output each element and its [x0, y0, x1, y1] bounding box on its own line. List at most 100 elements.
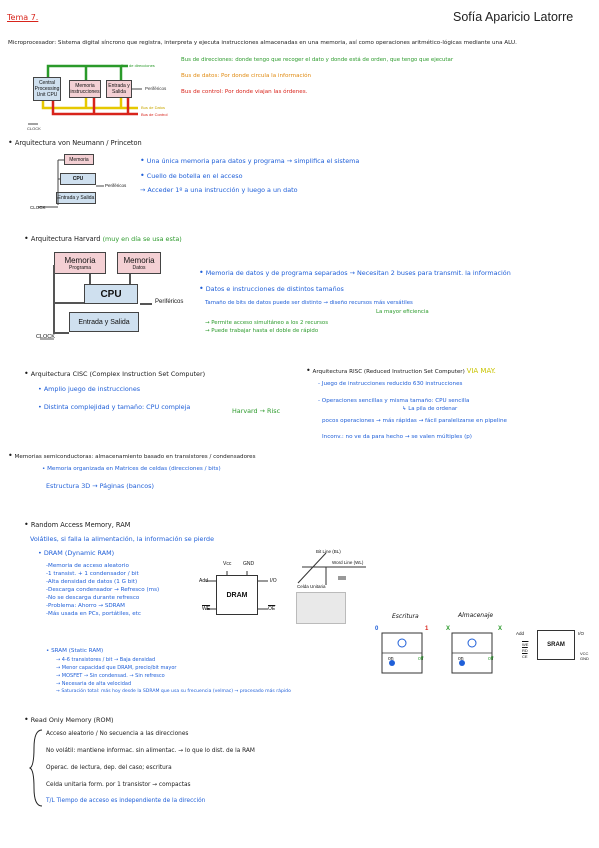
von-neumann-title-text: Arquitectura von Neumann / Princeton — [14, 139, 142, 147]
memorias-point-1-text: Memoria organizada en Matrices de celdas… — [47, 466, 221, 472]
sram-title: • SRAM (Static RAM) — [46, 648, 104, 654]
dram-chip: DRAM — [216, 575, 258, 615]
dram-io: I/O — [270, 578, 277, 584]
hv-data-memory-sub: Datos — [132, 264, 146, 271]
ram-title: • Random Access Memory, RAM — [24, 520, 131, 529]
celda-label: Celda Unitaria — [297, 584, 326, 589]
sram-bit-1-a: 1 — [425, 626, 429, 632]
memory-box: Memoria instrucciones — [69, 80, 101, 98]
cisc-point-2-text: Distinta complejidad y tamaño: CPU compl… — [43, 403, 191, 411]
cisc-point-1: • Amplio juego de instrucciones — [38, 385, 141, 393]
sram-bit-0-a: 0 — [375, 626, 379, 632]
memorias-title: • Memorias semiconductoras: almacenamien… — [8, 451, 256, 460]
rom-item: Celda unitaria form. por 1 transistor → … — [46, 782, 191, 788]
sram-on-b: on — [458, 656, 464, 662]
dram-item-text: Memoria de acceso aleatorio — [48, 563, 129, 569]
sram-item-text: Saturación total: más hoy desde la SDRAM… — [61, 689, 291, 694]
vn-clock: CLOCK — [30, 205, 46, 210]
dram-vcc: Vcc — [223, 561, 232, 567]
hv-point-5-text: Puede trabajar hasta el doble de rápido — [211, 328, 319, 334]
harvard-risc-note: Harvard → Risc — [232, 407, 281, 415]
sram-item-text: MOSFET → Sin condensad. → Sin refresco — [61, 673, 165, 679]
risc-title-text: Arquitectura RISC (Reduced Instruction S… — [312, 369, 465, 375]
hv-lines — [40, 265, 152, 340]
risc-point-2-text: Operaciones sencillas y misma tamaño: CP… — [321, 398, 470, 404]
hv-clock: CLOCK — [36, 334, 55, 340]
vn-point-3-text: Acceder 1º a una instrucción y luego a u… — [147, 186, 298, 194]
harvard-title-text: Arquitectura Harvard — [30, 235, 101, 243]
escritura-label: Escritura — [392, 613, 419, 620]
sram-chip: SRAM — [537, 630, 575, 660]
rom-title: • Read Only Memory (ROM) — [24, 715, 114, 724]
hv-point-4: → Permite acceso simultáneo a los 2 recu… — [205, 320, 329, 326]
harvard-note: (muy en día se usa esta) — [102, 235, 182, 243]
sram-x-a: X — [446, 626, 451, 632]
memorias-point-2: Estructura 3D → Páginas (bancos) — [46, 482, 155, 490]
celda-photo — [296, 592, 346, 624]
ram-subtitle: Volátiles, si falla la alimentación, la … — [30, 535, 214, 543]
bus-direcciones-note: Bus de direcciones: donde tengo que reco… — [181, 57, 454, 63]
risc-title: • Arquitectura RISC (Reduced Instruction… — [306, 366, 496, 375]
risc-point-3: pocos operaciones → más rápidas → fácil … — [322, 418, 507, 424]
dram-item-text: Descarga condensador → Refresco (ms) — [48, 587, 160, 593]
dram-gnd: GND — [243, 561, 255, 567]
sram-item: → 4-6 transistores / bit → Baja densidad — [56, 657, 156, 663]
memorias-title-text: Memorias semiconductoras: almacenamiento… — [14, 454, 256, 460]
hv-point-3: Tamaño de bits de datos puede ser distin… — [205, 300, 413, 306]
von-neumann-title: • Arquitectura von Neumann / Princeton — [8, 138, 142, 147]
hv-point-3b: La mayor eficiencia — [376, 309, 429, 315]
hv-data-memory-label: Memoria — [123, 255, 155, 265]
hv-point-2-text: Datos e instrucciones de distintos tamañ… — [205, 285, 344, 293]
cisc-point-2: • Distinta complejidad y tamaño: CPU com… — [38, 403, 191, 411]
risc-point-1-text: Juego de instrucciones reducido 630 inst… — [321, 381, 463, 387]
sram-gnd: GND — [580, 656, 589, 661]
sram-rd: RD — [522, 648, 528, 653]
sram-we: WE — [522, 642, 529, 647]
dram-item: -Más usada en PCs, portátiles, etc — [46, 611, 141, 617]
wordline-label: Word Line (WL) — [332, 560, 364, 565]
rom-bracket — [28, 729, 43, 807]
topic-label: Tema 7. — [7, 13, 39, 22]
sram-io: I/O — [578, 631, 585, 636]
bus-datos-note: Bus de datos: Por donde circula la infor… — [181, 73, 312, 79]
vn-point-1: • Una única memoria para datos y program… — [140, 156, 360, 165]
microprocessor-definition: Microprocesador: Sistema digital síncron… — [8, 40, 517, 46]
sram-vcc: VCC — [580, 651, 589, 656]
author-name: Sofía Aparicio Latorre — [453, 10, 574, 24]
dram-item: -Alta densidad de datos (1 G bit) — [46, 579, 138, 585]
hv-program-memory-label: Memoria — [64, 255, 96, 265]
vn-lines — [38, 159, 104, 208]
bus-dir-label: Bus de direcciones — [121, 63, 155, 68]
risc-point-4: Inconv.: no ve da para hecho → se valen … — [322, 434, 472, 440]
cisc-title: • Arquitectura CISC (Complex Instruction… — [24, 369, 206, 378]
dram-pins — [206, 571, 268, 610]
hv-point-1-text: Memoria de datos y de programa separados… — [205, 269, 511, 277]
dram-item-text: Problema: Ahorro → SDRAM — [48, 603, 125, 609]
sram-item: → Necesaria de alta velocidad — [56, 681, 132, 687]
sram-item-text: Necesaria de alta velocidad — [61, 681, 132, 687]
vn-point-3: → Acceder 1º a una instrucción y luego a… — [140, 186, 298, 194]
dram-add: Add — [199, 578, 208, 584]
sram-on-a: on — [388, 656, 394, 662]
dram-item: -Memoria de acceso aleatorio — [46, 563, 129, 569]
bus-control-label: Bus de Control — [141, 112, 168, 117]
risc-point-2b-text: La pila de ordenar — [408, 406, 458, 412]
bus-lines — [28, 64, 142, 125]
dram-title-text: DRAM (Dynamic RAM) — [43, 549, 115, 557]
sram-x-b: X — [498, 626, 503, 632]
dram-item: -No se descarga durante refresco — [46, 595, 140, 601]
risc-highlight: VIA MAY. — [466, 367, 496, 375]
sram-item: → Saturación total: más hoy desde la SDR… — [56, 689, 291, 694]
almacenaje-label: Almacenaje — [458, 612, 494, 619]
rom-item: Operac. de lectura, dep. del caso; escri… — [46, 765, 172, 771]
sram-item: → Menor capacidad que DRAM, precio/bit m… — [56, 665, 177, 671]
dram-item-text: 1 transist. + 1 condensador / bit — [48, 571, 139, 577]
vn-point-2: • Cuello de botella en el acceso — [140, 171, 243, 180]
sram-off-b: off — [488, 656, 494, 662]
hv-point-4-text: Permite acceso simultáneo a los 2 recurs… — [211, 320, 329, 326]
dram-we: WE — [202, 606, 211, 612]
risc-point-2: - Operaciones sencillas y misma tamaño: … — [318, 398, 470, 404]
dram-item-text: Más usada en PCs, portátiles, etc — [48, 611, 141, 617]
sram-item: → MOSFET → Sin condensad. → Sin refresco — [56, 673, 165, 679]
